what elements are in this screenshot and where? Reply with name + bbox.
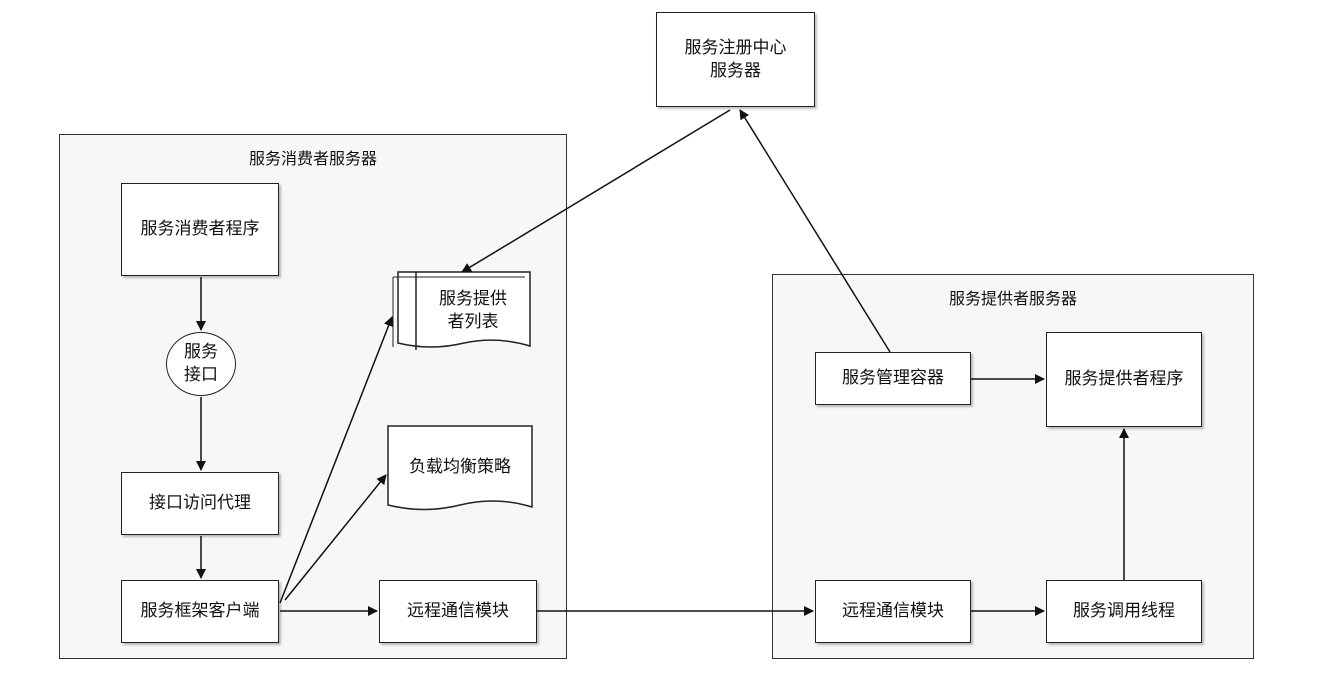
consumer-program-box: 服务消费者程序 — [121, 183, 279, 276]
provider-remote-comm-label: 远程通信模块 — [842, 601, 944, 622]
management-container-box: 服务管理容器 — [815, 352, 971, 405]
service-interface-label: 服务 接口 — [184, 342, 218, 385]
provider-remote-comm-box: 远程通信模块 — [815, 580, 971, 643]
interface-proxy-box: 接口访问代理 — [121, 472, 279, 535]
framework-client-label: 服务框架客户端 — [140, 601, 260, 622]
management-container-label: 服务管理容器 — [842, 368, 944, 389]
service-interface-circle: 服务 接口 — [166, 332, 236, 396]
invoke-thread-label: 服务调用线程 — [1073, 601, 1175, 622]
registry-server-label: 服务注册中心 服务器 — [684, 37, 787, 81]
consumer-remote-comm-label: 远程通信模块 — [407, 601, 509, 622]
provider-program-label: 服务提供者程序 — [1064, 369, 1184, 390]
consumer-server-title: 服务消费者服务器 — [248, 149, 377, 168]
provider-list-label: 服务提供 者列表 — [439, 289, 507, 332]
provider-program-box: 服务提供者程序 — [1046, 332, 1202, 427]
registry-server-box: 服务注册中心 服务器 — [656, 12, 815, 107]
provider-server-title: 服务提供者服务器 — [948, 289, 1077, 308]
load-balance-label: 负载均衡策略 — [409, 457, 511, 477]
consumer-program-label: 服务消费者程序 — [140, 219, 260, 240]
invoke-thread-box: 服务调用线程 — [1046, 580, 1202, 643]
consumer-remote-comm-box: 远程通信模块 — [379, 580, 537, 643]
interface-proxy-label: 接口访问代理 — [149, 493, 251, 514]
framework-client-box: 服务框架客户端 — [121, 580, 279, 643]
